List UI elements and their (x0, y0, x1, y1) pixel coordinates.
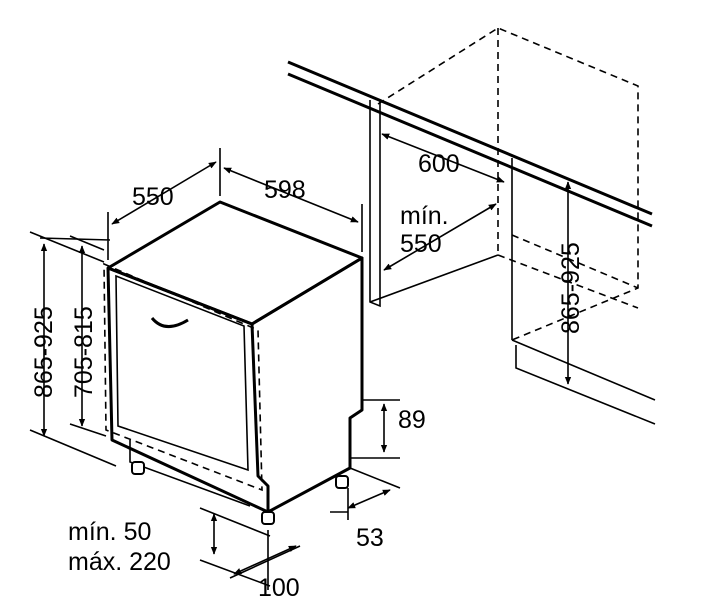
dimension-labels: 550 598 600 mín. 550 865-925 705-815 865… (30, 150, 585, 602)
label-53: 53 (356, 524, 384, 552)
dishwasher-side (251, 256, 364, 514)
door-handle (150, 316, 189, 328)
niche-right-cabinet (511, 158, 656, 425)
dimension-lines (29, 133, 572, 590)
plinth-53-arrow (347, 489, 391, 509)
dashed-upper-cabinet (377, 27, 639, 341)
label-598-width: 598 (264, 176, 306, 204)
label-100: 100 (258, 574, 300, 602)
label-550-depth: 550 (132, 183, 174, 211)
label-min-50: mín. 50 (68, 518, 151, 546)
label-550-niche-depth: 550 (400, 230, 442, 258)
kitchen-niche (287, 27, 656, 425)
label-89: 89 (398, 406, 426, 434)
label-865-925-left: 865-925 (30, 306, 58, 398)
width-598-arrow (223, 167, 359, 223)
door-panel-dashed (103, 262, 263, 492)
depth-550-arrow (111, 161, 217, 225)
dishwasher-top (106, 200, 364, 326)
door-100-arrow (233, 545, 297, 575)
niche-left-panel (369, 100, 381, 308)
countertop-edge (287, 60, 653, 228)
label-niche-min: mín. (400, 202, 449, 230)
dishwasher-body (103, 200, 364, 525)
label-max-220: máx. 220 (68, 548, 171, 576)
label-600-niche-width: 600 (418, 150, 460, 178)
feet (131, 461, 349, 525)
niche-depth-550-arrow (383, 203, 497, 271)
label-865-925-right: 865-925 (557, 242, 585, 334)
label-705-815: 705-815 (70, 306, 98, 398)
niche-600-arrow (381, 133, 505, 183)
